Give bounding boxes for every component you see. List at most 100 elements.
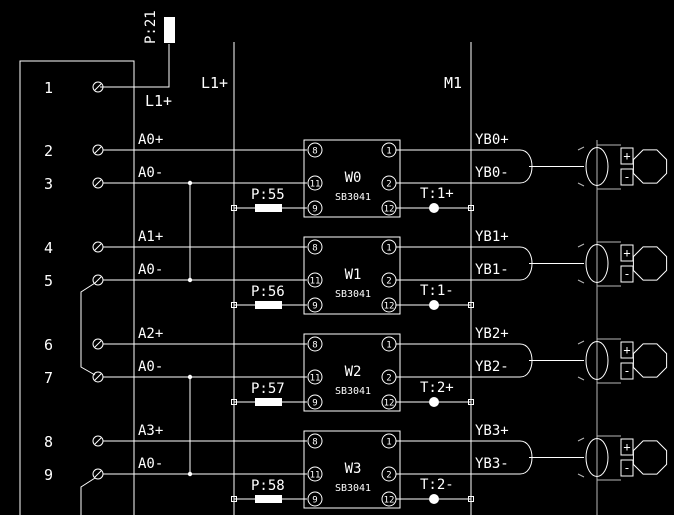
jumper-5-7 — [80, 282, 96, 376]
module-pin-in-plus — [307, 142, 323, 158]
module-pin-out-plus-number: 1 — [386, 341, 391, 351]
connector-minus-symbol: - — [623, 170, 630, 184]
module-pin-in-plus-number: 8 — [312, 341, 317, 351]
output-label-minus: YB3- — [475, 456, 509, 472]
terminal-screw-5-slash — [94, 276, 102, 284]
terminal-number-2: 2 — [44, 142, 53, 160]
connector-plus-symbol: + — [623, 343, 630, 357]
junction-dot — [187, 471, 193, 477]
shield-bracket — [577, 340, 585, 381]
ref-label: T:1+ — [420, 186, 454, 202]
terminal-screw-8-slash — [94, 437, 102, 445]
terminal-screw-1-slash — [94, 83, 102, 91]
ref-label: T:1- — [420, 283, 454, 299]
module-pin-in-minus-number: 11 — [310, 180, 321, 190]
module-part: SB3041 — [335, 289, 371, 300]
terminal-strip — [19, 60, 135, 515]
terminal-number-6: 6 — [44, 336, 53, 354]
ref-label: T:2+ — [420, 380, 454, 396]
resistor — [255, 495, 282, 503]
terminal-screw-1 — [92, 81, 104, 93]
resistor — [255, 204, 282, 212]
cable-shield — [585, 244, 609, 283]
transmitter-symbol — [632, 149, 668, 184]
input-label-plus: A2+ — [138, 326, 163, 342]
input-label-plus: A0+ — [138, 132, 163, 148]
terminal-screw-7-slash — [94, 373, 102, 381]
module-pin-in-minus — [307, 466, 323, 482]
terminal-screw-2-slash — [94, 146, 102, 154]
top-marker: P:21 — [100, 10, 175, 88]
module-pin-in-bottom — [307, 200, 323, 216]
rail-node — [468, 302, 474, 308]
connector-minus-box — [620, 362, 634, 380]
module-pin-in-minus-number: 11 — [310, 471, 321, 481]
rail-l1-label: L1+ — [201, 74, 228, 92]
terminal-number-7: 7 — [44, 369, 53, 387]
rail-node — [468, 399, 474, 405]
connector-plus-box — [620, 438, 634, 456]
rail-node — [231, 496, 237, 502]
module-part: SB3041 — [335, 386, 371, 397]
module-part: SB3041 — [335, 483, 371, 494]
terminal-number-9: 9 — [44, 466, 53, 484]
module-pin-in-minus — [307, 272, 323, 288]
resistor-label: P:56 — [251, 284, 285, 300]
ref-node — [429, 494, 439, 504]
connector-plus-symbol: + — [623, 246, 630, 260]
module-part: SB3041 — [335, 192, 371, 203]
module-pin-in-bottom-number: 9 — [312, 205, 317, 215]
input-label-minus: A0- — [138, 456, 163, 472]
module-name: W1 — [345, 267, 362, 283]
module-pin-in-plus — [307, 433, 323, 449]
l1-terminal-label: L1+ — [145, 92, 172, 110]
module-pin-in-plus-number: 8 — [312, 438, 317, 448]
rail-node — [468, 496, 474, 502]
terminal-number-8: 8 — [44, 433, 53, 451]
transmitter-symbol — [632, 343, 668, 378]
module-pin-in-minus — [307, 369, 323, 385]
ref-node — [429, 397, 439, 407]
connector-minus-box — [620, 265, 634, 283]
module-pin-in-bottom — [307, 394, 323, 410]
module-pin-in-bottom-number: 9 — [312, 496, 317, 506]
cable-shield — [585, 438, 609, 477]
connector-minus-symbol: - — [623, 267, 630, 281]
module-box — [303, 236, 401, 315]
connector-plus-symbol: + — [623, 149, 630, 163]
output-label-minus: YB0- — [475, 165, 509, 181]
top-marker-label: P:21 — [143, 10, 159, 44]
rail-node — [231, 205, 237, 211]
rail-node — [468, 205, 474, 211]
connector-minus-symbol: - — [623, 364, 630, 378]
output-label-plus: YB2+ — [475, 326, 509, 342]
transmitter-symbol — [632, 246, 668, 281]
ref-label: T:2- — [420, 477, 454, 493]
junction-dot — [187, 277, 193, 283]
module-pin-in-plus — [307, 239, 323, 255]
module-pin-in-bottom — [307, 297, 323, 313]
module-name: W3 — [345, 461, 362, 477]
jumper-9 — [80, 477, 96, 515]
shield-bracket — [577, 243, 585, 284]
module-pin-out-bottom-number: 12 — [384, 496, 395, 506]
resistor-label: P:57 — [251, 381, 285, 397]
output-label-minus: YB2- — [475, 359, 509, 375]
input-label-minus: A0- — [138, 165, 163, 181]
module-pin-in-plus — [307, 336, 323, 352]
module-pin-out-minus-number: 2 — [386, 471, 391, 481]
resistor-label: P:55 — [251, 187, 285, 203]
rail-node — [231, 302, 237, 308]
connector-minus-symbol: - — [623, 461, 630, 475]
connector-minus-box — [620, 168, 634, 186]
module-pin-in-plus-number: 8 — [312, 147, 317, 157]
terminal-screw-6-slash — [94, 340, 102, 348]
terminal-number-1: 1 — [44, 79, 53, 97]
module-name: W0 — [345, 170, 362, 186]
output-label-minus: YB1- — [475, 262, 509, 278]
shield-bracket — [577, 437, 585, 478]
module-pin-out-minus-number: 2 — [386, 277, 391, 287]
shield-bracket — [577, 146, 585, 187]
